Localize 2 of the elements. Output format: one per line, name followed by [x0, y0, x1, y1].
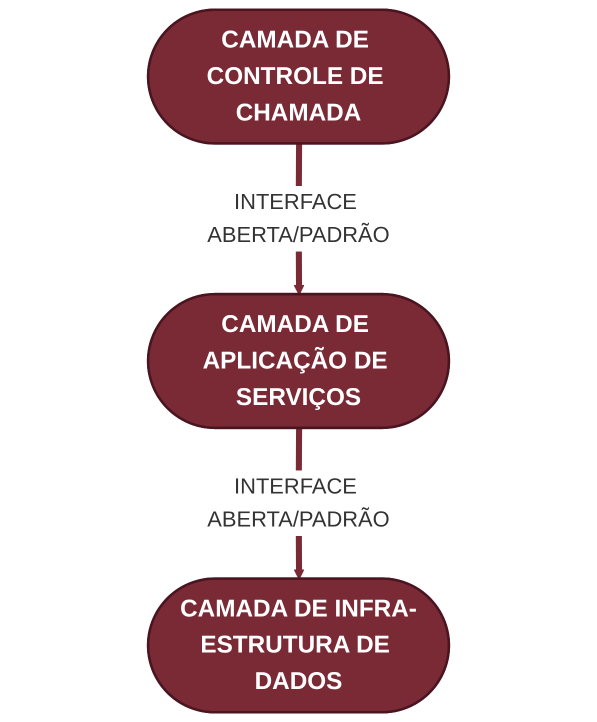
edge-label: INTERFACE ABERTA/PADRÃO: [207, 474, 390, 532]
edge-label: INTERFACE ABERTA/PADRÃO: [207, 190, 390, 247]
